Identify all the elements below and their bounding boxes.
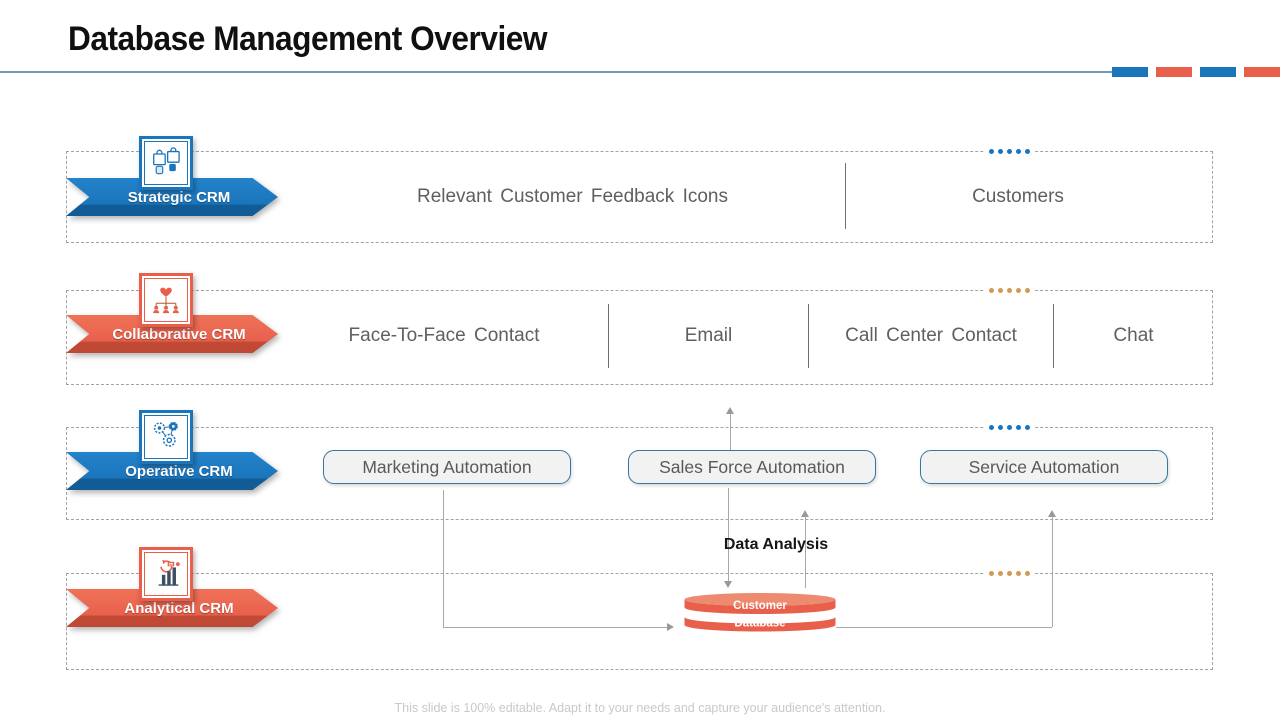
collaborative-item: Call Center Contact	[808, 304, 1053, 368]
collaborative-item: Email	[608, 304, 808, 368]
accent-bar-orange	[1244, 67, 1280, 77]
accent-bar-blue	[1200, 67, 1236, 77]
connector-line	[836, 627, 1052, 628]
accent-bars	[1112, 67, 1280, 77]
page-title: Database Management Overview	[68, 20, 548, 58]
gears-belt-icon	[153, 421, 178, 447]
arrowhead-up	[801, 510, 809, 517]
dots-decoration	[984, 423, 1035, 432]
title-underline	[0, 71, 1112, 73]
operative-crm-panel	[66, 427, 1213, 520]
connector-line	[1052, 517, 1053, 627]
dots-decoration	[984, 147, 1035, 156]
accent-bar-blue	[1112, 67, 1148, 77]
service-automation-button[interactable]: Service Automation	[920, 450, 1168, 484]
analytical-crm-label: Analytical CRM	[124, 599, 234, 617]
cylinder-bottom-label: Database	[734, 618, 785, 630]
arrowhead-right	[667, 623, 674, 631]
data-analysis-label: Data Analysis	[723, 536, 829, 553]
operative-icon-frame	[139, 410, 193, 464]
sales-force-automation-button[interactable]: Sales Force Automation	[628, 450, 876, 484]
collaborative-item: Face-To-Face Contact	[348, 325, 540, 346]
collaborative-crm-panel	[66, 290, 1213, 385]
arrowhead-up	[726, 407, 734, 414]
collaborative-item: Chat	[1053, 304, 1213, 368]
connector-line	[730, 414, 731, 450]
collaborative-icon-frame	[139, 273, 193, 327]
accent-bar-orange	[1156, 67, 1192, 77]
dots-decoration	[984, 569, 1035, 578]
analytical-crm-panel	[66, 573, 1213, 670]
strategic-item-customers: Customers	[972, 186, 1064, 207]
analytical-crm-banner: Analytical CRM	[66, 589, 278, 627]
connector-line	[805, 517, 806, 588]
team-puzzle-icon	[153, 147, 180, 175]
footer-note: This slide is 100% editable. Adapt it to…	[394, 701, 886, 715]
collaborative-items-strip: Face-To-Face Contact Email Call Center C…	[280, 304, 1213, 368]
customer-database-cylinder: Customer Database	[684, 593, 836, 632]
strategic-icon-frame	[139, 136, 193, 190]
connector-line	[728, 488, 729, 581]
strategic-item-feedback: Relevant Customer Feedback Icons	[416, 186, 729, 207]
divider	[845, 163, 846, 229]
analytical-icon-frame	[139, 547, 193, 601]
arrowhead-up	[1048, 510, 1056, 517]
connector-line	[443, 490, 444, 627]
connector-line	[443, 627, 667, 628]
strategic-crm-label: Strategic CRM	[127, 188, 231, 206]
arrowhead-down	[724, 581, 732, 588]
chart-analysis-icon	[158, 559, 180, 586]
marketing-automation-button[interactable]: Marketing Automation	[323, 450, 571, 484]
collaborative-crm-label: Collaborative CRM	[112, 325, 246, 343]
dots-decoration	[984, 286, 1035, 295]
operative-crm-label: Operative CRM	[125, 462, 233, 480]
cylinder-top-label: Customer	[733, 600, 787, 612]
people-network-heart-icon	[153, 287, 179, 314]
strategic-crm-panel	[66, 151, 1213, 243]
